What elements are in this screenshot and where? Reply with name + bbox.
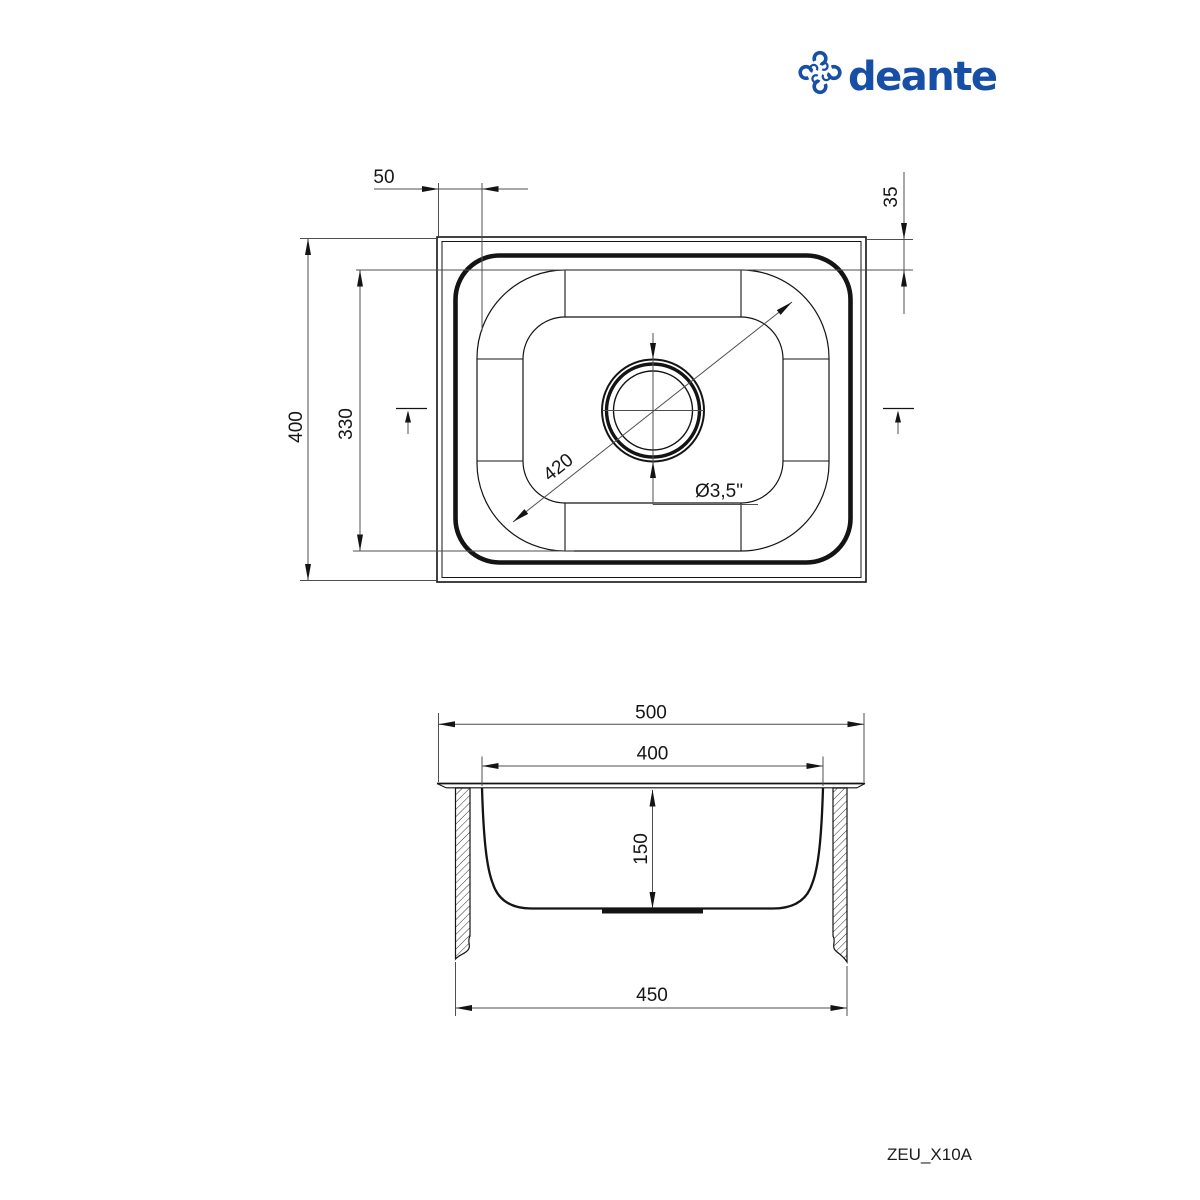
dim-label-bottom-width: 450 [636,985,668,1006]
dim-label-bowl-top-width: 400 [637,744,669,765]
dimension-rim-offset-top: 35 [356,172,913,314]
dimension-drain-diameter: Ø3,5" [650,333,758,505]
countertop-rim [436,782,866,789]
dimension-overall-depth: 400 [286,238,436,581]
deante-pinwheel-icon [796,48,844,97]
dim-label-bowl-depth: 150 [631,833,652,865]
dim-label-bowl-diagonal: 420 [540,450,578,486]
dim-label-rim-offset-side: 50 [373,167,394,188]
dimension-rim-offset-side: 50 [373,167,528,331]
dim-label-overall-width: 500 [635,703,667,724]
dim-label-drain-diameter: Ø3,5" [695,481,743,502]
drain-outlet [602,907,703,914]
brand-logo: deante [796,48,998,100]
dimension-bowl-depth: 150 [631,789,656,909]
top-view: Ø3,5" 420 50 35 [286,167,914,583]
sink-outline [436,236,867,583]
centerline-mark-left [396,407,427,434]
dim-label-bowl-inner-depth: 330 [336,408,357,440]
bowl-corner-ticks [477,270,829,551]
right-side-section [832,787,848,965]
dimension-bottom-width: 450 [455,962,848,1016]
left-side-section [454,787,471,961]
dim-label-rim-offset-top: 35 [881,186,902,207]
dimension-overall-width: 500 [438,703,865,782]
front-view: 500 400 150 450 [436,703,866,1016]
model-code: ZEU_X10A [887,1145,973,1164]
brand-wordmark: deante [848,54,997,100]
dim-label-overall-depth: 400 [286,411,307,443]
dimension-bowl-inner-depth: 330 [336,270,574,552]
centerline-mark-right [883,407,914,434]
bowl-rim [453,253,853,565]
dimension-bowl-top-width: 400 [481,744,824,786]
